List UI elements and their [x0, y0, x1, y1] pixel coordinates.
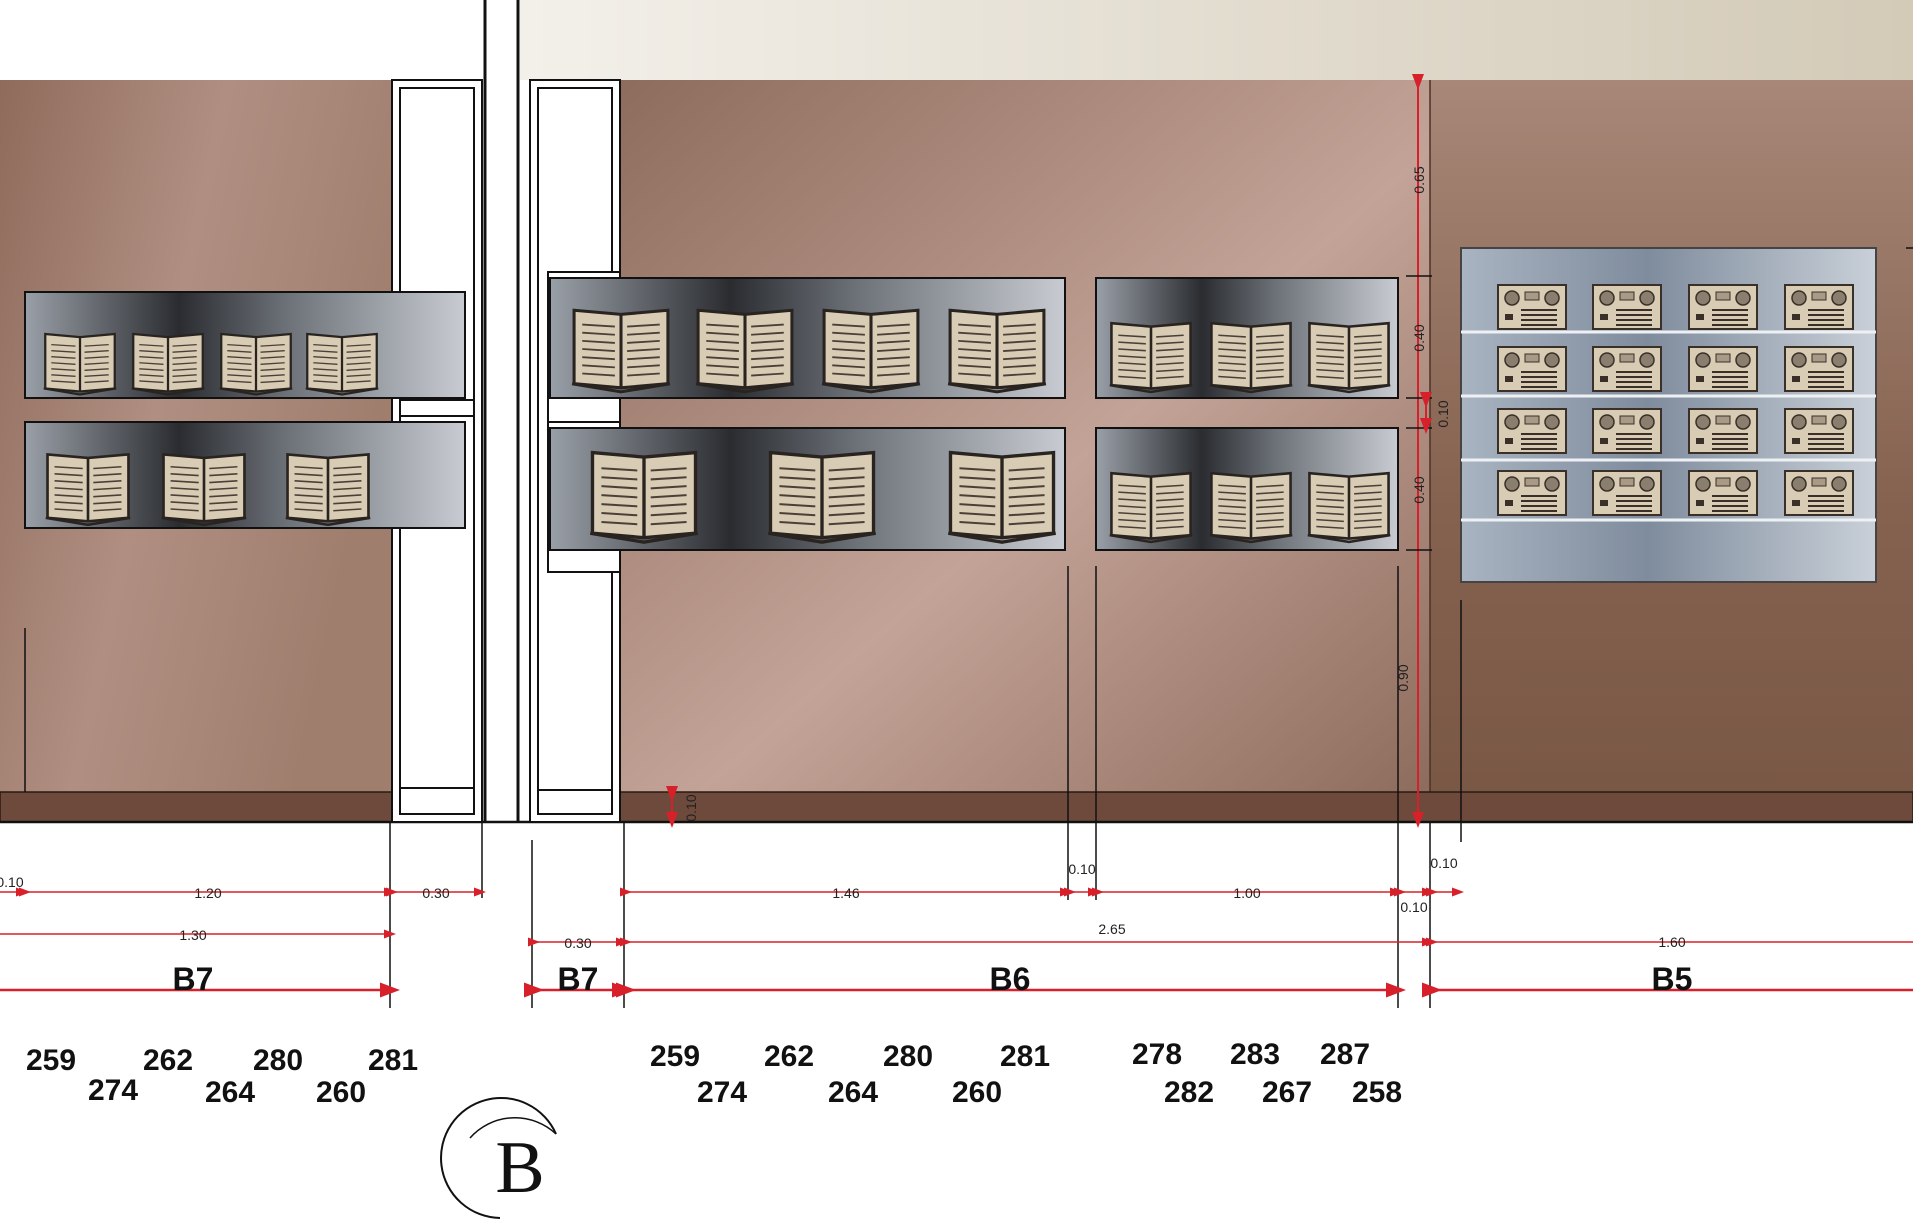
dim-b6-265: 2.65 [1098, 921, 1125, 937]
code-left-6: 260 [316, 1076, 366, 1109]
zone-label-b7-mid: B7 [558, 961, 599, 997]
dim-v-040-a: 0.40 [1411, 324, 1427, 351]
code-mid-2: 274 [697, 1076, 747, 1109]
code-left-2: 274 [88, 1074, 138, 1107]
dim-b7-030: 0.30 [422, 885, 449, 901]
panel-b7-bottom [24, 421, 466, 529]
panel-b6-top-right [1095, 277, 1399, 399]
code-mid-4: 264 [828, 1076, 878, 1109]
dim-b6-010-c: 0.10 [1400, 899, 1427, 915]
code-left-1: 259 [26, 1044, 76, 1077]
dim-v-065: 0.65 [1411, 166, 1427, 193]
section-mark-label: B [495, 1127, 544, 1209]
dim-b6-100: 1.00 [1233, 885, 1260, 901]
cabinet-b5 [1460, 247, 1877, 583]
base-strip-right [619, 791, 1913, 823]
code-right-5: 287 [1320, 1038, 1370, 1071]
panel-b6-bottom-right [1095, 427, 1399, 551]
dim-b7-mid-030: 0.30 [564, 935, 591, 951]
code-left-7: 281 [368, 1044, 418, 1077]
code-right-4: 267 [1262, 1076, 1312, 1109]
ceiling-band [520, 0, 1913, 80]
dimension-lines [0, 887, 1913, 998]
dim-v-090: 0.90 [1395, 664, 1411, 691]
dim-b7-left-010: 0.10 [0, 874, 24, 890]
ceiling-band-left [0, 0, 485, 80]
code-mid-1: 259 [650, 1040, 700, 1073]
dim-b6-146: 1.46 [832, 885, 859, 901]
panel-b6-top-left [549, 277, 1066, 399]
dim-v-010: 0.10 [1435, 400, 1451, 427]
dim-base-010: 0.10 [683, 794, 699, 821]
code-left-3: 262 [143, 1044, 193, 1077]
code-right-1: 278 [1132, 1038, 1182, 1071]
zone-label-b6: B6 [990, 961, 1031, 997]
extension-lines [24, 566, 1431, 1008]
code-right-6: 258 [1352, 1076, 1402, 1109]
code-left-4: 264 [205, 1076, 255, 1109]
zone-label-b5: B5 [1652, 961, 1693, 997]
code-right-3: 283 [1230, 1038, 1280, 1071]
panel-b7-top [24, 291, 466, 399]
code-mid-5: 280 [883, 1040, 933, 1073]
dim-b5-160: 1.60 [1658, 934, 1685, 950]
vertical-dimension [1406, 74, 1432, 828]
code-left-5: 280 [253, 1044, 303, 1077]
zone-label-b7-left: B7 [173, 961, 214, 997]
dim-b6-010-b: 0.10 [1430, 855, 1457, 871]
dim-v-040-b: 0.40 [1411, 476, 1427, 503]
code-mid-3: 262 [764, 1040, 814, 1073]
code-mid-6: 260 [952, 1076, 1002, 1109]
section-marker: B [440, 1097, 557, 1219]
dim-b7-120: 1.20 [194, 885, 221, 901]
base-strip-left [0, 791, 393, 823]
panel-b6-bottom-left [549, 427, 1066, 551]
code-mid-7: 281 [1000, 1040, 1050, 1073]
dim-b7-130: 1.30 [179, 927, 206, 943]
code-right-2: 282 [1164, 1076, 1214, 1109]
dim-b6-010-a: 0.10 [1068, 861, 1095, 877]
